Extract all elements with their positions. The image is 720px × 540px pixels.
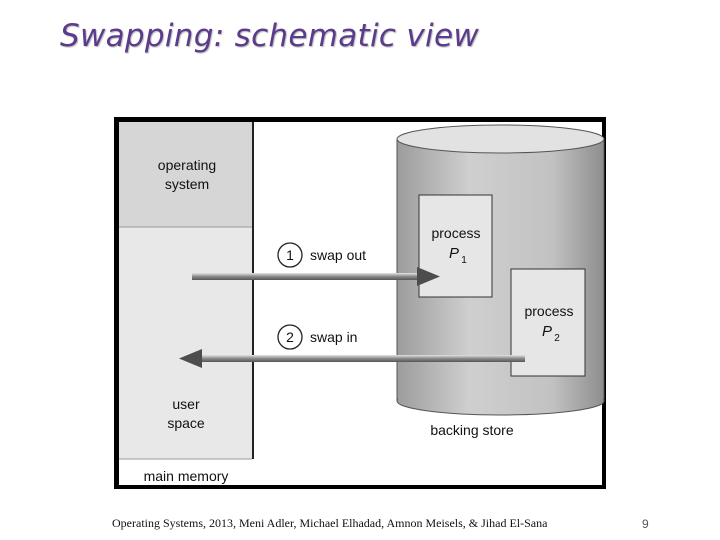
swap-out-arrow — [192, 267, 440, 286]
os-label-line2: system — [165, 176, 209, 192]
user-space-label-line2: space — [167, 415, 205, 431]
swap-out-step: 1 swap out — [277, 242, 366, 268]
main-memory: operating system user space main memory — [119, 122, 254, 484]
process-p2-label: process — [524, 303, 573, 319]
page-number: 9 — [642, 517, 649, 531]
swap-in-number: 2 — [286, 329, 294, 345]
slide-title: Swapping: schematic view — [60, 18, 479, 54]
step-2-icon — [277, 324, 303, 350]
step-1-icon — [277, 242, 303, 268]
process-p1: process P 1 — [418, 194, 493, 298]
user-space-region — [119, 227, 252, 459]
swap-in-step: 2 swap in — [277, 324, 357, 350]
process-p2-subscript: 2 — [554, 333, 560, 344]
process-p2: process P 2 — [510, 268, 586, 377]
os-label-line1: operating — [158, 157, 216, 173]
backing-store-label: backing store — [430, 422, 513, 438]
process-p1-name: P — [449, 245, 459, 262]
swapping-diagram: operating system user space main memory … — [114, 117, 606, 489]
user-space-label-line1: user — [172, 396, 200, 412]
process-p1-label: process — [431, 225, 480, 241]
swap-out-label: swap out — [310, 247, 366, 263]
swap-in-arrow — [179, 349, 525, 368]
os-region — [119, 122, 252, 227]
process-p2-name: P — [542, 323, 552, 340]
slide-footer: Operating Systems, 2013, Meni Adler, Mic… — [112, 516, 548, 530]
swap-in-label: swap in — [310, 329, 357, 345]
process-p1-subscript: 1 — [461, 255, 467, 266]
swap-out-number: 1 — [286, 247, 294, 263]
main-memory-label: main memory — [144, 468, 229, 484]
